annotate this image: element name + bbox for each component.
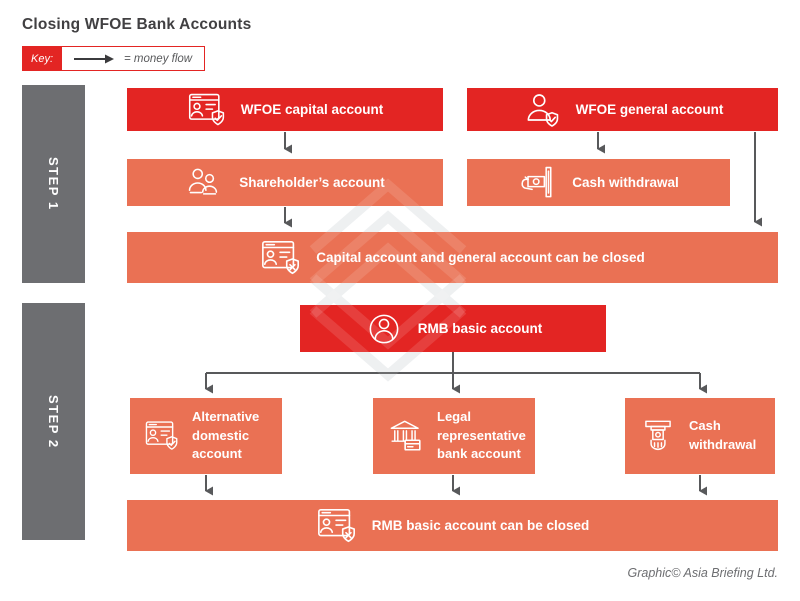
node-label: Cash withdrawal <box>572 175 679 190</box>
node-legal-representative-bank-account: Legal representative bank account <box>373 398 535 474</box>
node-cash-withdrawal-step2: Cash withdrawal <box>625 398 775 474</box>
browser-user-shield-x-icon <box>260 237 302 279</box>
node-wfoe-capital-account: WFOE capital account <box>127 88 443 131</box>
node-label: Cash withdrawal <box>689 418 757 452</box>
node-label: RMB basic account <box>417 321 543 336</box>
user-shield-check-icon <box>522 90 562 130</box>
page-title: Closing WFOE Bank Accounts <box>22 16 252 33</box>
legend-key: Key: = money flow <box>22 46 206 71</box>
node-capital-general-closed: Capital account and general account can … <box>127 232 778 283</box>
key-label: Key: <box>23 47 63 70</box>
node-label: RMB basic account can be closed <box>371 518 590 533</box>
node-label: Shareholder’s account <box>239 175 385 190</box>
graphic-credit: Graphic© Asia Briefing Ltd. <box>627 566 778 580</box>
node-wfoe-general-account: WFOE general account <box>467 88 778 131</box>
step1-label: STEP 1 <box>46 157 61 211</box>
right-arrow-icon <box>74 54 115 63</box>
step1-bar: STEP 1 <box>22 85 85 283</box>
step2-bar: STEP 2 <box>22 303 85 540</box>
node-label: Alternative domestic account <box>192 408 260 462</box>
node-label: Legal representative bank account <box>437 408 526 462</box>
node-label: WFOE general account <box>575 102 724 117</box>
hand-cash-slot-icon <box>518 163 558 203</box>
key-body: = money flow <box>62 47 204 70</box>
node-label: Capital account and general account can … <box>316 250 645 265</box>
node-rmb-basic-account: RMB basic account <box>300 305 606 352</box>
browser-user-shield-check-icon <box>187 90 227 130</box>
shareholders-icon <box>185 163 225 203</box>
node-shareholders-account: Shareholder’s account <box>127 159 443 206</box>
user-circle-icon <box>364 309 404 349</box>
browser-user-shield-x-icon <box>316 505 358 547</box>
atm-hand-icon <box>639 417 677 455</box>
node-label: WFOE capital account <box>240 102 384 117</box>
key-meaning: = money flow <box>124 52 193 65</box>
node-alternative-domestic-account: Alternative domestic account <box>130 398 282 474</box>
step2-label: STEP 2 <box>46 394 61 449</box>
bank-card-icon <box>387 417 425 455</box>
node-cash-withdrawal-step1: Cash withdrawal <box>467 159 730 206</box>
browser-user-shield-check-icon <box>144 418 180 454</box>
node-rmb-closed: RMB basic account can be closed <box>127 500 778 551</box>
